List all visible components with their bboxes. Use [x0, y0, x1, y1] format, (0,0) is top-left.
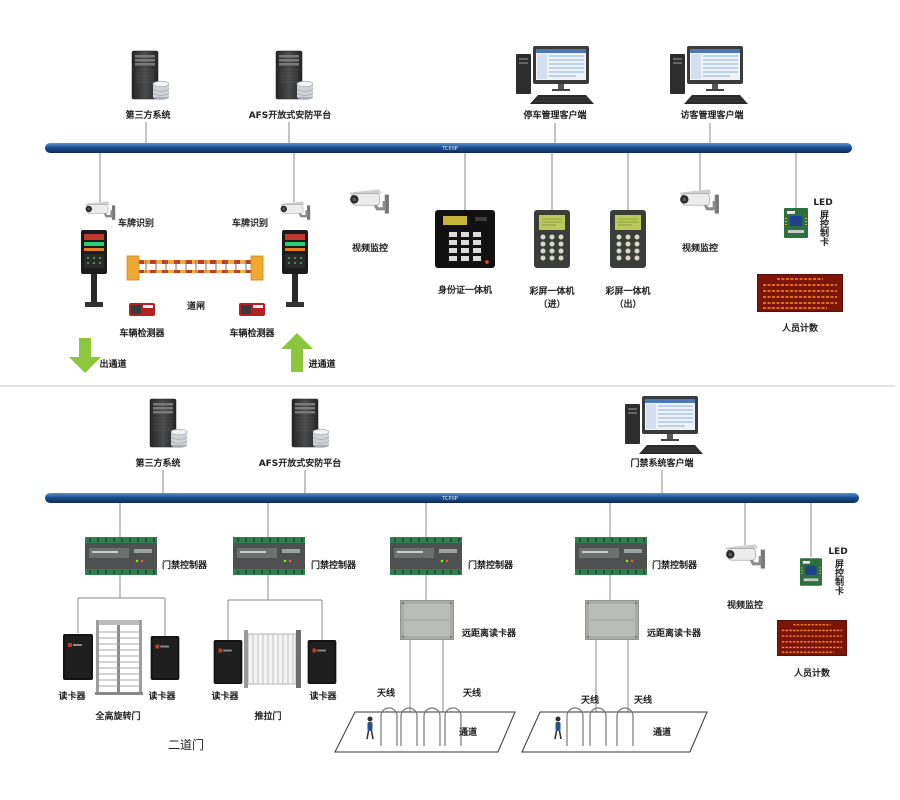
afs-platform-label: AFS开放式安防平台 [259, 457, 342, 469]
card-reader-icon [63, 634, 93, 680]
people-counting-label: 人员计数 [793, 667, 831, 679]
video-monitor-label: 视频监控 [682, 242, 718, 254]
vehicle-detector-label: 车辆检测器 [229, 327, 275, 339]
led-screen-icon [757, 274, 843, 312]
card-reader-icon [150, 636, 180, 680]
computer-icon [516, 46, 595, 105]
second-door-label: 二道门 [168, 737, 204, 752]
long-range-reader-label: 远距离读卡器 [647, 627, 702, 639]
plate-recognition-post-icon [282, 230, 308, 307]
barrier-gate-label: 道闸 [187, 300, 205, 312]
network-bus [45, 143, 852, 153]
turnstile-label: 全高旋转门 [94, 710, 140, 722]
led-screen-icon [777, 620, 847, 656]
access-controller-icon [390, 537, 462, 575]
id-card-terminal-icon [435, 210, 495, 268]
barrier-gate-icon [126, 255, 264, 281]
card-reader-label: 读卡器 [58, 690, 86, 702]
plate-recognition-label: 车牌识别 [118, 217, 154, 229]
bus-label: TCP/IP [441, 496, 457, 502]
vehicle-detector-icon [129, 303, 155, 316]
lane-label: 通道 [459, 726, 477, 738]
color-terminal-out-direction: （出） [614, 298, 641, 310]
led-card-label-prefix: LED [813, 198, 832, 208]
led-control-card-icon [800, 558, 822, 586]
color-terminal-in-direction: （进） [538, 298, 565, 310]
arrow-down-icon [69, 338, 101, 373]
led-card-label: 屏控制卡 [818, 210, 829, 247]
exit-lane-label: 出通道 [99, 358, 126, 370]
camera-icon [280, 200, 311, 221]
antenna-gates [566, 707, 634, 746]
turnstile-icon [95, 620, 143, 695]
card-reader-label: 读卡器 [148, 690, 176, 702]
color-terminal-out-label: 彩屏一体机 [604, 285, 650, 297]
long-range-reader-icon [585, 600, 639, 640]
card-reader-icon [307, 640, 337, 684]
plate-recognition-label: 车牌识别 [232, 217, 268, 229]
vehicle-detector-icon [239, 303, 265, 316]
lane-label: 通道 [653, 726, 671, 738]
id-card-terminal-label: 身份证一体机 [438, 284, 492, 296]
connection-lines [77, 470, 812, 712]
antenna-label: 天线 [581, 694, 599, 706]
server-icon [149, 398, 188, 449]
access-controller-icon [575, 537, 647, 575]
lane-floor-icon [334, 711, 516, 753]
bottom-section: 第三方系统 AFS开放式安防平台 门禁系统客户端 [45, 396, 859, 753]
led-card-label-prefix: LED [828, 547, 847, 557]
lane-floor-icon [521, 711, 708, 753]
color-screen-terminal-icon [534, 210, 570, 268]
camera-icon [349, 188, 390, 215]
visitor-client-label: 访客管理客户端 [680, 109, 743, 121]
camera-icon [679, 188, 720, 215]
network-bus [45, 493, 859, 503]
arrow-up-icon [281, 333, 313, 372]
top-section: 第三方系统 AFS开放式安防平台 停车管理客户端 访客管理客户端 TCP/IP … [45, 46, 852, 373]
parking-client-label: 停车管理客户端 [523, 109, 586, 121]
color-screen-terminal-icon [610, 210, 646, 268]
people-counting-label: 人员计数 [781, 322, 819, 334]
access-controller-label: 门禁控制器 [311, 559, 357, 571]
antenna-label: 天线 [634, 694, 652, 706]
card-reader-icon [213, 640, 243, 684]
connection-lines [99, 122, 797, 210]
access-client-label: 门禁系统客户端 [630, 457, 693, 469]
card-reader-label: 读卡器 [309, 690, 337, 702]
access-controller-icon [85, 537, 157, 575]
card-reader-label: 读卡器 [211, 690, 239, 702]
camera-icon [85, 200, 116, 221]
antenna-gates [380, 707, 462, 746]
swing-gate-icon [244, 630, 301, 688]
color-terminal-in-label: 彩屏一体机 [528, 285, 574, 297]
third-party-system-label: 第三方系统 [125, 109, 170, 121]
video-monitor-label: 视频监控 [352, 242, 388, 254]
access-controller-icon [233, 537, 305, 575]
led-control-card-icon [784, 208, 808, 238]
bus-label: TCP/IP [441, 146, 457, 152]
camera-icon [725, 543, 766, 570]
computer-icon [670, 46, 749, 105]
server-icon [291, 398, 330, 449]
afs-platform-label: AFS开放式安防平台 [249, 109, 332, 121]
swing-gate-label: 推拉门 [254, 710, 281, 722]
long-range-reader-icon [400, 600, 454, 640]
computer-icon [625, 396, 704, 455]
server-icon [275, 50, 314, 101]
access-controller-label: 门禁控制器 [652, 559, 698, 571]
plate-recognition-post-icon [81, 230, 107, 307]
access-controller-label: 门禁控制器 [468, 559, 514, 571]
antenna-label: 天线 [463, 687, 481, 699]
access-controller-label: 门禁控制器 [162, 559, 208, 571]
antenna-label: 天线 [377, 687, 395, 699]
server-icon [131, 50, 170, 101]
third-party-system-label: 第三方系统 [135, 457, 180, 469]
long-range-reader-label: 远距离读卡器 [462, 627, 517, 639]
led-card-label: 屏控制卡 [833, 559, 844, 596]
vehicle-detector-label: 车辆检测器 [119, 327, 165, 339]
entry-lane-label: 进通道 [308, 358, 335, 370]
video-monitor-label: 视频监控 [727, 599, 763, 611]
